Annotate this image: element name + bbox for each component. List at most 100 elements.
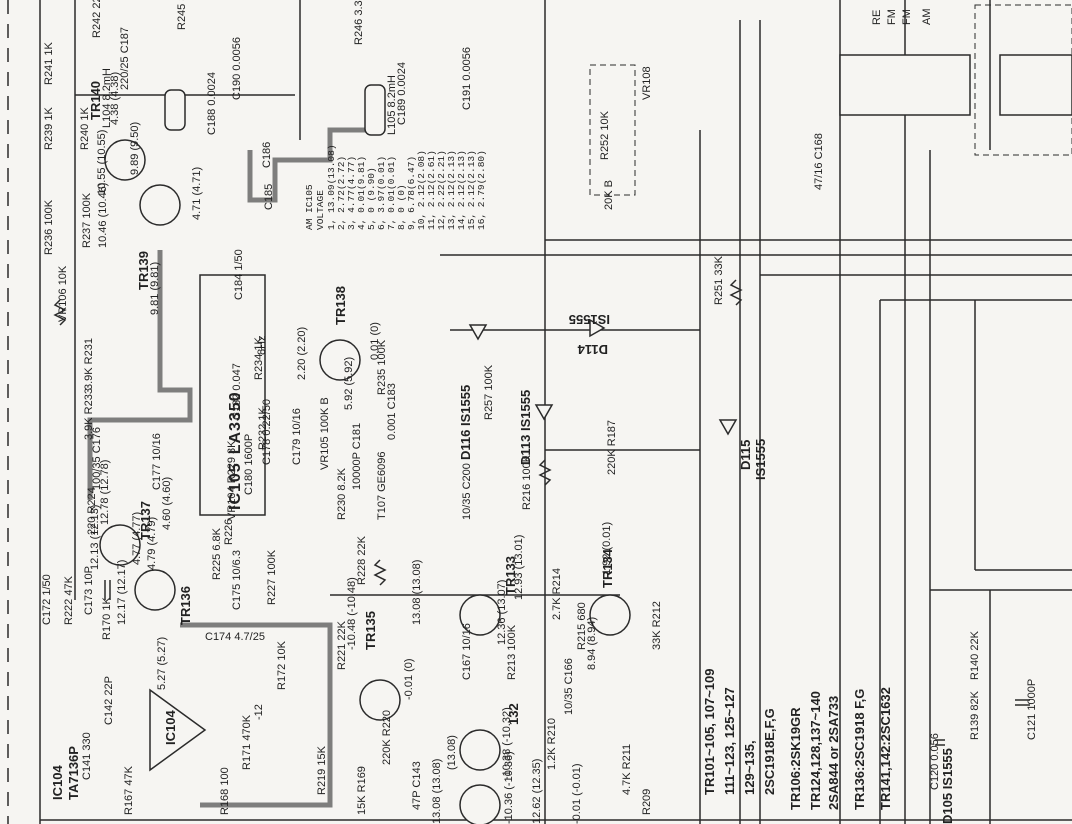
voltage-tr132-d: 13.08 (13.08) [431, 759, 443, 824]
am-voltage-header-2: VOLTAGE [315, 190, 326, 230]
transistor-tr133 [459, 594, 501, 636]
vr108-box [589, 64, 636, 196]
capacitor-c183: 0.001 C183 [386, 383, 398, 440]
capacitor-c167: C167 10/16 [461, 623, 473, 680]
resistor-r187: 220K R187 [606, 420, 618, 475]
ic104-ref: IC104 [50, 765, 65, 800]
voltage-tr132-b: -10.36 (-10.36) [503, 751, 515, 824]
tr139-label: TR139 [136, 251, 151, 290]
voltage-ic104-b: -12 [253, 704, 265, 720]
ic104-part: TA7136P [66, 746, 81, 800]
resistor-r139: R139 82K [969, 690, 981, 740]
resistor-r246: R246 3.3K [353, 0, 365, 45]
ic105-body [199, 274, 266, 516]
diode-d113 [534, 404, 554, 421]
switch-label-4: AM [921, 9, 933, 26]
resistor-symbol [53, 299, 67, 326]
voltage-tr139-c: 4.71 (4.71) [191, 167, 203, 220]
am-voltage-row: 12, 2.22(2.21) [436, 150, 447, 230]
resistor-r242: R242 220 [91, 0, 103, 38]
am-voltage-header-1: AM IC105 [304, 184, 315, 230]
resistor-r216: R216 100K [521, 454, 533, 510]
voltage-tr140: 9.89 (9.50) [129, 122, 141, 175]
shielded-trace-3 [180, 622, 333, 808]
resistor-r233: 3.9K R233 [83, 388, 95, 440]
note-line-9: TR141,142:2SC1632 [878, 687, 893, 810]
resistor-r235: R235 100K [376, 339, 388, 395]
resistor-r172: R172 10K [276, 640, 288, 690]
resistor-r257: R257 100K [483, 364, 495, 420]
voltage-tr135-a: -10.48 (-10.48) [346, 577, 358, 650]
am-voltage-row: 4, 0.01(9.81) [356, 156, 367, 230]
note-line-4: 2SC1918E,F,G [762, 708, 777, 795]
capacitor-c166: 10/35 C166 [563, 658, 575, 715]
capacitor-c185: C185 [263, 184, 275, 210]
ic104-opamp [149, 688, 207, 772]
note-line-2: 111~123, 125~127 [722, 687, 737, 795]
resistor-r224: 220 R224 [86, 487, 98, 535]
am-voltage-row: 9, 6.78(6.47) [406, 156, 417, 230]
voltage-tr135-b: -0.01 (0) [403, 658, 415, 700]
tr134-label: TR134 [600, 548, 615, 588]
resistor-r225: R225 6.8K [211, 527, 223, 580]
am-voltage-row: 2, 2.72(2.72) [336, 156, 347, 230]
capacitor-c177: C177 10/16 [151, 433, 163, 490]
resistor-r229: VR104 R229 3K [226, 440, 238, 520]
am-voltage-row: 15, 2.12(2.13) [466, 150, 477, 230]
resistor-r236: R236 100K [43, 199, 55, 255]
resistor-r211: 4.7K R211 [621, 744, 633, 795]
voltage-tr136-a: 4.77 (4.77) [131, 512, 143, 565]
am-voltage-row: 7, 0.01(0.01) [386, 156, 397, 230]
capacitor-c142: C142 22P [103, 676, 115, 725]
resistor-r209: R209 [641, 789, 653, 815]
voltage-tr132-f: -0.01 (-0.01) [571, 763, 583, 824]
am-voltage-row: 8, 0 (0) [396, 184, 407, 230]
capacitor-c182: C182 0.047 [231, 363, 243, 420]
tr138-label: TR138 [333, 286, 348, 325]
resistor-r220: 220K R220 [381, 710, 393, 765]
voltage-tr140-b: 10.55 (10.55) [96, 130, 108, 195]
diode-d115 [718, 419, 738, 436]
l104-label: L104 8.2mH [101, 68, 113, 128]
transistor-tr137 [99, 524, 141, 566]
resistor-r169: 15K R169 [356, 766, 368, 815]
voltage-tr136-b: 4.79 (4.79) [146, 517, 158, 570]
capacitor-c186: C186 [261, 142, 273, 168]
transistor-tr138 [319, 339, 361, 381]
node-voltages: 9.89 (9.50) 4.71 (4.71) 9.81 (9.81) 10.5… [89, 72, 613, 824]
resistor-r232: R232 1K [257, 407, 269, 450]
resistor-symbol [729, 279, 743, 306]
am-voltage-row: 3, 4.77(4.77) [346, 156, 357, 230]
capacitor-c200: 10/35 C200 [461, 463, 473, 520]
transistor-notes: TR101~105, 107~109 111~123, 125~127 129~… [702, 669, 893, 811]
component-symbols [53, 279, 1030, 746]
resistor-r234: R234 1K [253, 337, 265, 380]
vr-20k-label: 20K B [603, 180, 615, 210]
resistor-r170: R170 1K [101, 597, 113, 640]
resistor-r226: R226 [223, 519, 235, 545]
capacitor-labels: C184 1/50 C185 C186 C172 1/50 C173 10P C… [41, 27, 1038, 810]
voltage-tr137-c: 12.13 (12.13) [89, 505, 101, 570]
am-voltage-table: AM IC105 VOLTAGE 1, 13.09(13.08) 2, 2.72… [304, 144, 487, 230]
resistor-r212: 33K R212 [651, 601, 663, 650]
am-voltage-row: 5, 0 (9.90) [366, 167, 377, 230]
switch-label-3: FM [901, 9, 913, 25]
capacitor-c190: C190 0.0056 [231, 37, 243, 100]
voltage-tr139-b: 9.81 (9.81) [149, 262, 161, 315]
vr105-label: VR105 100K B [319, 397, 331, 470]
switch-block-right [999, 54, 1072, 116]
inductor-l105 [364, 84, 386, 136]
resistor-r168: R168 100 [219, 767, 231, 815]
capacitor-c178: C178 0.22/50 [261, 399, 273, 465]
voltage-tr134-b: 8.94 (8.94) [586, 617, 598, 670]
resistor-r215: R215 680 [576, 602, 588, 650]
switch-label-1: RE [871, 10, 883, 25]
capacitor-c180: C180 1600P [243, 434, 255, 495]
resistor-r237: R237 100K [81, 192, 93, 248]
transistor-tr131 [459, 784, 501, 824]
am-voltage-row: 14, 2.12(2.13) [456, 150, 467, 230]
resistor-r251: R251 33K [713, 255, 725, 305]
diode-d114 [589, 318, 606, 338]
resistor-r140: R140 22K [969, 630, 981, 680]
